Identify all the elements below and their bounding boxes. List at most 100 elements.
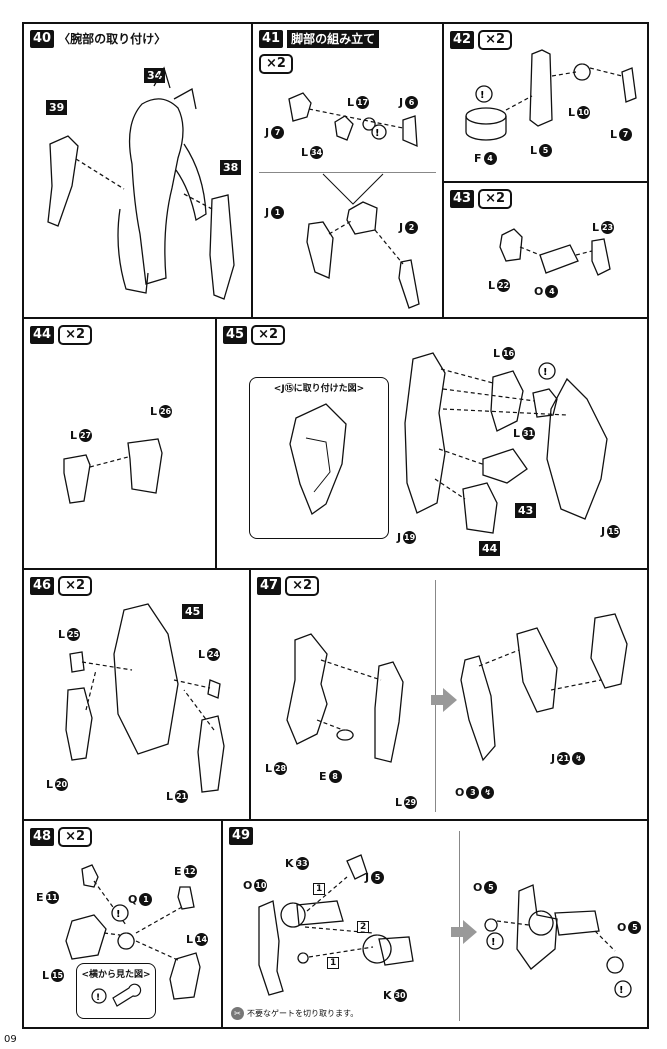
cut-icon: ✂ <box>231 1007 244 1020</box>
sequence-step: 1 <box>313 883 326 895</box>
gate-cut-note: ✂ 不要なゲートを切り取ります。 <box>231 1007 358 1020</box>
multiplier-badge: ×2 <box>58 576 93 596</box>
page-number: 09 <box>4 1034 17 1045</box>
step-number: 47 <box>257 577 282 595</box>
figure-step45-illustration: ! <box>404 352 608 534</box>
figure-step44-illustration <box>63 438 163 504</box>
step-title: 脚部の組み立て <box>287 30 380 48</box>
inset-illustration <box>289 403 347 516</box>
figure-step43-illustration <box>499 228 611 276</box>
part-tag: 45 <box>182 604 204 619</box>
sequence-step: 1 <box>327 957 340 969</box>
cut-icon: ↯ <box>481 786 495 799</box>
inset-view: <J⑮に取り付けた図> <box>249 377 389 539</box>
multiplier-badge: ×2 <box>259 54 293 74</box>
svg-text:!: ! <box>491 937 496 948</box>
inset-illustration: ! <box>91 983 142 1007</box>
figure-leg-assembly-illustration: ! <box>288 92 420 309</box>
step-number: 48 <box>30 828 55 846</box>
multiplier-badge: ×2 <box>285 576 320 596</box>
part-tag: 44 <box>479 541 501 556</box>
figure-step49-illustration: ! ! <box>258 854 632 998</box>
sequence-arrow <box>443 688 457 712</box>
svg-text:!: ! <box>480 90 485 101</box>
divider <box>259 172 436 173</box>
multiplier-badge: ×2 <box>478 30 513 50</box>
step-number: 44 <box>30 326 55 344</box>
inset-title: <J⑮に取り付けた図> <box>273 384 365 394</box>
sequence-arrow <box>463 920 477 944</box>
step-number: 40 <box>30 30 55 48</box>
step-40-panel: 40 〈腕部の取り付け〉 34 39 38 <box>22 22 253 319</box>
inset-title: <横から見た図> <box>81 970 151 980</box>
multiplier-badge: ×2 <box>478 189 513 209</box>
multiplier-badge: ×2 <box>58 325 93 345</box>
cut-icon: ↯ <box>572 752 586 765</box>
divider <box>459 831 460 1021</box>
svg-text:!: ! <box>116 909 121 920</box>
part-tag: 39 <box>46 100 68 115</box>
part-tag: 43 <box>515 503 537 518</box>
figure-step47-illustration <box>286 613 628 763</box>
svg-text:!: ! <box>619 985 624 996</box>
multiplier-badge: ×2 <box>58 827 93 847</box>
step-number: 42 <box>450 31 475 49</box>
figure-step46-illustration <box>65 603 225 793</box>
step-number: 43 <box>450 190 475 208</box>
figure-step42-illustration: ! <box>465 49 637 141</box>
sequence-arrow-body <box>431 695 445 705</box>
sequence-arrow-body <box>451 927 465 937</box>
step-title: 〈腕部の取り付け〉 <box>58 32 167 46</box>
svg-text:!: ! <box>543 367 548 378</box>
figure-arm-attach-illustration <box>47 66 235 300</box>
multiplier-badge: ×2 <box>251 325 286 345</box>
inset-view: <横から見た図> ! <box>76 963 156 1019</box>
figure-step48-illustration: ! <box>65 864 201 1000</box>
step-number: 46 <box>30 577 55 595</box>
step-number: 45 <box>223 326 248 344</box>
svg-text:!: ! <box>375 128 380 139</box>
